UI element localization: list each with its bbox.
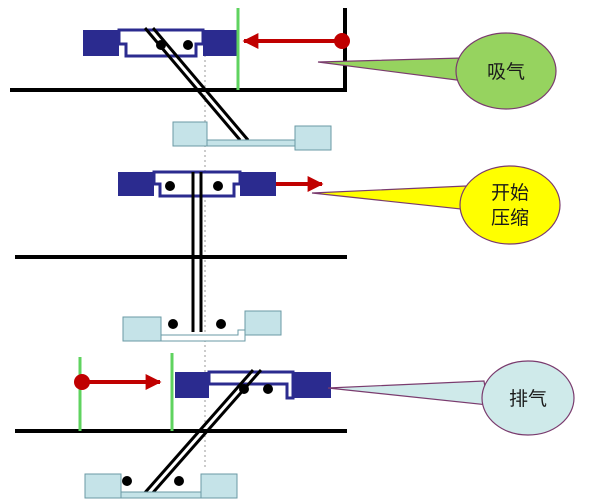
stage-exhaust (15, 353, 347, 499)
ball (165, 181, 175, 191)
ball (174, 476, 184, 486)
bottom-plate-right (200, 473, 238, 499)
ball (216, 319, 226, 329)
top-plate-right (293, 372, 331, 398)
top-plate-right (240, 172, 276, 196)
bottom-plate-right (294, 125, 332, 151)
callout-intake-label: 吸气 (487, 61, 525, 83)
ball (168, 319, 178, 329)
linkage-rod-b (151, 27, 250, 141)
linkage-rod-b (148, 369, 263, 497)
force-arrow-dot (334, 33, 350, 49)
bottom-plate-left (172, 121, 208, 147)
callout-intake: 吸气 (317, 32, 557, 110)
callout-exhaust-pointer (327, 380, 489, 406)
bottom-plate-bar (120, 491, 202, 499)
ball (122, 476, 132, 486)
bottom-plate-bar (206, 139, 296, 147)
callout-exhaust-bubble (481, 360, 575, 436)
bottom-plate-left (122, 316, 162, 342)
ball (213, 181, 223, 191)
top-plate-left (175, 372, 209, 398)
bottom-plate-slot (160, 317, 246, 342)
linkage-rod-a (140, 369, 255, 497)
top-plate-left (118, 172, 154, 196)
stage-compress (15, 170, 347, 342)
callout-compress-line2: 压缩 (491, 207, 529, 229)
top-plate-slot (207, 370, 295, 400)
callout-compress-pointer (311, 185, 471, 211)
ball (263, 384, 273, 394)
callout-intake-bubble (455, 32, 557, 110)
linkage-rod-a (143, 27, 242, 141)
callout-compress-bubble (459, 165, 561, 245)
stage-intake (10, 8, 350, 151)
force-arrow-dot (74, 374, 90, 390)
bottom-plate-right (244, 310, 282, 336)
callout-exhaust: 排气 (327, 360, 575, 436)
top-plate-right (203, 30, 239, 56)
callout-compress: 开始 压缩 (311, 165, 561, 245)
callout-compress-line1: 开始 (491, 182, 529, 204)
ball (183, 40, 193, 50)
callout-intake-pointer (317, 57, 473, 83)
top-plate-left (83, 30, 119, 56)
bottom-plate-left (84, 473, 122, 499)
callout-exhaust-label: 排气 (509, 388, 547, 410)
